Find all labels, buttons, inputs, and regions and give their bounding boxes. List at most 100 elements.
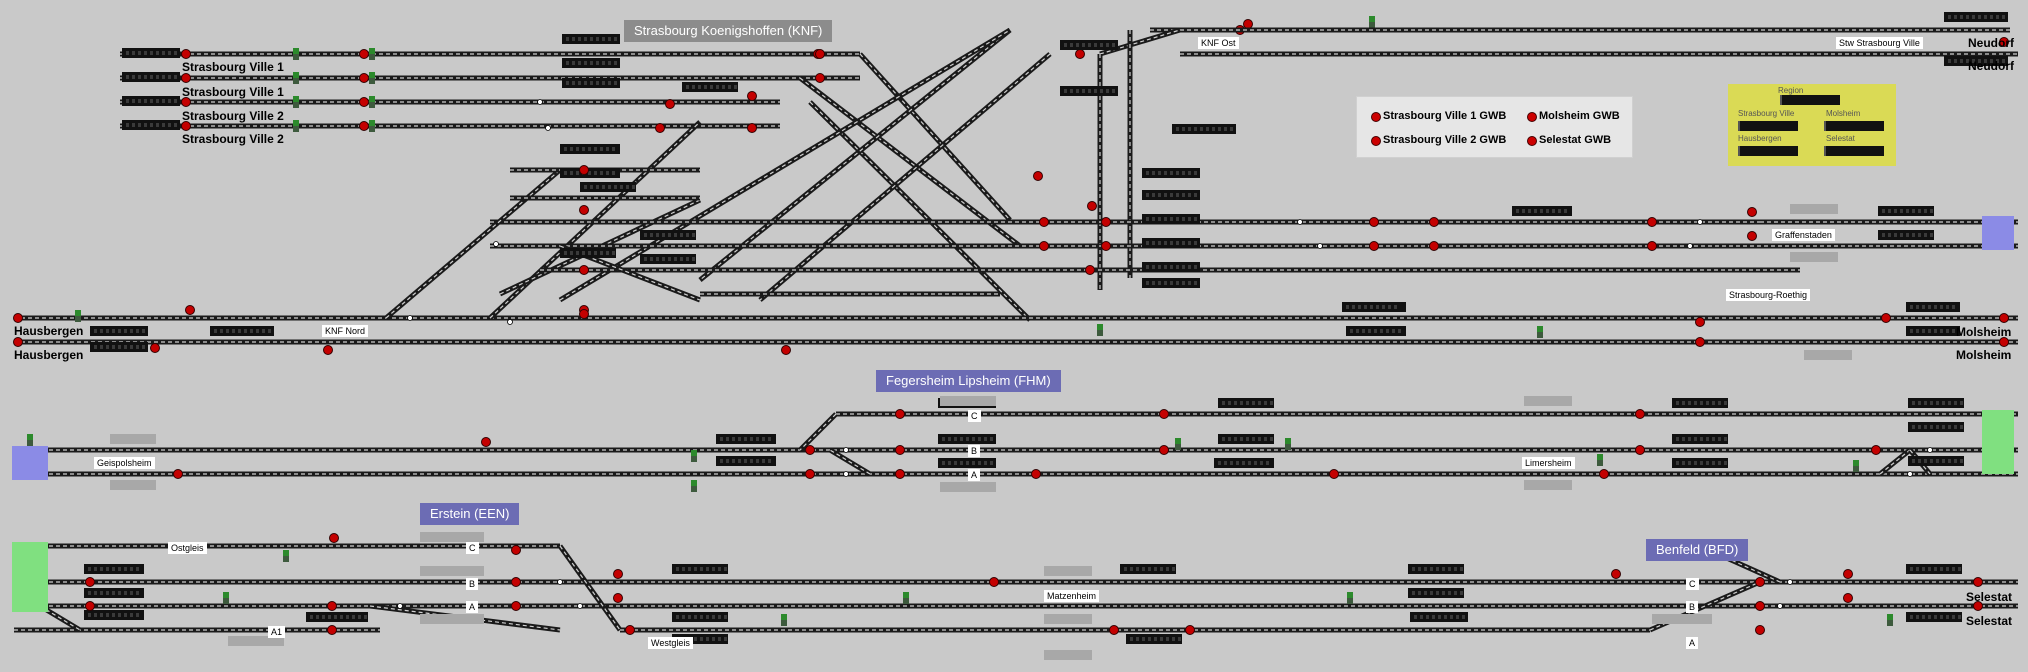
- signal-icon[interactable]: [327, 625, 337, 635]
- shunt-signal-icon[interactable]: [1887, 614, 1893, 620]
- block-neudorf-2[interactable]: [1944, 56, 2008, 66]
- signal-icon[interactable]: [1101, 217, 1111, 227]
- signal-icon[interactable]: [1087, 201, 1097, 211]
- signal-icon[interactable]: [655, 123, 665, 133]
- shunt-signal-icon[interactable]: [223, 592, 229, 598]
- block-ost-3[interactable]: [1172, 124, 1236, 134]
- signal-icon[interactable]: [1075, 49, 1085, 59]
- signal-icon[interactable]: [481, 437, 491, 447]
- signal-icon[interactable]: [895, 445, 905, 455]
- signal-icon[interactable]: [747, 91, 757, 101]
- signal-icon[interactable]: [1755, 601, 1765, 611]
- shunt-signal-icon[interactable]: [293, 120, 299, 126]
- signal-icon[interactable]: [625, 625, 635, 635]
- shunt-signal-icon[interactable]: [75, 310, 81, 316]
- signal-icon[interactable]: [1999, 337, 2009, 347]
- shunt-signal-icon[interactable]: [369, 120, 375, 126]
- shunt-signal-icon[interactable]: [293, 96, 299, 102]
- signal-icon[interactable]: [359, 73, 369, 83]
- switch-icon[interactable]: [1787, 579, 1793, 585]
- signal-ville-3[interactable]: [181, 121, 191, 131]
- switch-icon[interactable]: [1687, 243, 1693, 249]
- shunt-signal-icon[interactable]: [1537, 326, 1543, 332]
- signal-icon[interactable]: [1973, 577, 1983, 587]
- signal-icon[interactable]: [1033, 171, 1043, 181]
- signal-icon[interactable]: [613, 593, 623, 603]
- signal-icon[interactable]: [511, 577, 521, 587]
- switch-icon[interactable]: [537, 99, 543, 105]
- signal-icon[interactable]: [359, 97, 369, 107]
- signal-icon[interactable]: [665, 99, 675, 109]
- signal-icon[interactable]: [747, 123, 757, 133]
- signal-icon[interactable]: [805, 445, 815, 455]
- signal-icon[interactable]: [579, 265, 589, 275]
- signal-icon[interactable]: [1159, 409, 1169, 419]
- switch-icon[interactable]: [507, 319, 513, 325]
- signal-icon[interactable]: [805, 469, 815, 479]
- signal-icon[interactable]: [1369, 241, 1379, 251]
- block-molsheim-4[interactable]: [1906, 326, 1960, 336]
- signal-ville-0[interactable]: [181, 49, 191, 59]
- signal-icon[interactable]: [895, 469, 905, 479]
- switch-icon[interactable]: [397, 603, 403, 609]
- shunt-signal-icon[interactable]: [1097, 324, 1103, 330]
- signal-icon[interactable]: [579, 205, 589, 215]
- signal-icon[interactable]: [1109, 625, 1119, 635]
- signal-icon[interactable]: [781, 345, 791, 355]
- signal-icon[interactable]: [1695, 337, 1705, 347]
- signal-icon[interactable]: [579, 165, 589, 175]
- signal-icon[interactable]: [511, 545, 521, 555]
- signal-icon[interactable]: [1747, 207, 1757, 217]
- signal-icon[interactable]: [1159, 445, 1169, 455]
- signal-icon[interactable]: [1329, 469, 1339, 479]
- shunt-signal-icon[interactable]: [1853, 460, 1859, 466]
- signal-icon[interactable]: [1039, 217, 1049, 227]
- signal-icon[interactable]: [1429, 217, 1439, 227]
- signal-icon[interactable]: [329, 533, 339, 543]
- signal-icon[interactable]: [323, 345, 333, 355]
- shunt-signal-icon[interactable]: [1347, 592, 1353, 598]
- block-hausbergen-2[interactable]: [210, 326, 274, 336]
- signal-icon[interactable]: [13, 313, 23, 323]
- signal-icon[interactable]: [359, 49, 369, 59]
- signal-icon[interactable]: [1695, 317, 1705, 327]
- signal-icon[interactable]: [13, 337, 23, 347]
- signal-icon[interactable]: [1369, 217, 1379, 227]
- switch-icon[interactable]: [1927, 447, 1933, 453]
- signal-icon[interactable]: [185, 305, 195, 315]
- shunt-signal-icon[interactable]: [369, 48, 375, 54]
- signal-icon[interactable]: [1031, 469, 1041, 479]
- region-block-main[interactable]: [1780, 95, 1840, 105]
- shunt-signal-icon[interactable]: [369, 72, 375, 78]
- switch-icon[interactable]: [1317, 243, 1323, 249]
- switch-icon[interactable]: [843, 471, 849, 477]
- right-label-neudorf2[interactable]: Neudorf: [1968, 59, 2014, 73]
- signal-icon[interactable]: [1881, 313, 1891, 323]
- signal-icon[interactable]: [1871, 445, 1881, 455]
- shunt-signal-icon[interactable]: [1597, 454, 1603, 460]
- left-label-ville2b[interactable]: Strasbourg Ville 2: [182, 132, 284, 146]
- signal-icon[interactable]: [1085, 265, 1095, 275]
- signal-icon[interactable]: [1611, 569, 1621, 579]
- signal-icon[interactable]: [173, 469, 183, 479]
- switch-icon[interactable]: [577, 603, 583, 609]
- region-block-selestat[interactable]: [1824, 146, 1884, 156]
- signal-icon[interactable]: [895, 409, 905, 419]
- signal-icon[interactable]: [1755, 625, 1765, 635]
- signal-icon[interactable]: [1747, 231, 1757, 241]
- switch-icon[interactable]: [1297, 219, 1303, 225]
- block-neudorf-1[interactable]: [1944, 12, 2008, 22]
- right-label-selestat1[interactable]: Selestat: [1966, 590, 2013, 604]
- left-label-hausbergen1[interactable]: Hausbergen: [14, 324, 84, 338]
- signal-ville-1[interactable]: [181, 73, 191, 83]
- right-label-selestat2[interactable]: Selestat: [1966, 614, 2013, 628]
- switch-icon[interactable]: [843, 447, 849, 453]
- left-label-ville2a[interactable]: Strasbourg Ville 2: [182, 109, 284, 123]
- signal-icon[interactable]: [579, 309, 589, 319]
- signal-icon[interactable]: [1647, 217, 1657, 227]
- signal-icon[interactable]: [1039, 241, 1049, 251]
- signal-icon[interactable]: [1973, 601, 1983, 611]
- signal-icon[interactable]: [1599, 469, 1609, 479]
- region-block-hausbergen[interactable]: [1738, 146, 1798, 156]
- shunt-signal-icon[interactable]: [369, 96, 375, 102]
